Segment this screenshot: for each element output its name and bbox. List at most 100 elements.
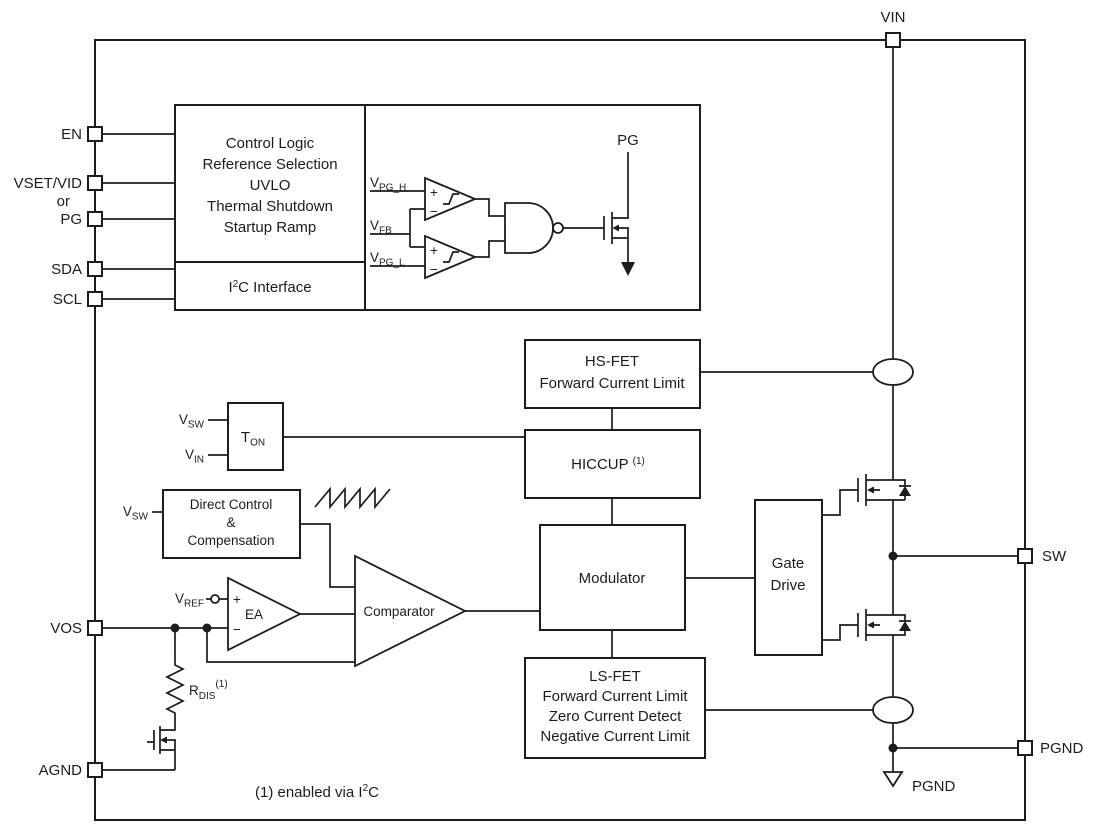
vin-pin — [885, 32, 901, 48]
vfb-label: VFB — [370, 218, 392, 237]
direct-control-block — [162, 489, 301, 559]
vref-node-icon — [210, 594, 220, 604]
vos-feedback-wire — [206, 628, 355, 663]
vsw-dc-label: VSW — [123, 504, 149, 523]
agnd-pin-label: AGND — [39, 762, 83, 779]
footnote-post: C — [368, 784, 379, 801]
vpgl-label: VPG_L — [370, 250, 405, 269]
pg-low-comparator-icon — [424, 234, 478, 280]
vin-sub: IN — [194, 455, 204, 466]
hiccup-block — [524, 429, 701, 499]
vpgl-sub: PG_L — [379, 258, 405, 269]
pgnd-symbol-label: PGND — [912, 778, 956, 795]
nand-gate-icon — [504, 202, 554, 254]
pg-pin — [87, 211, 103, 227]
pg-low-plus: + — [430, 243, 438, 258]
gate-drive-line: Drive — [770, 577, 805, 594]
ton-label: TON — [241, 429, 265, 449]
nand-bubble-icon — [552, 222, 564, 234]
en-pin — [87, 126, 103, 142]
direct-control-output-wire — [300, 523, 355, 588]
i2c-interface-label: I2C Interface — [228, 279, 311, 296]
control-logic-line: Thermal Shutdown — [207, 198, 333, 215]
ls-fet-limit-line: Negative Current Limit — [540, 728, 690, 745]
pg-high-minus: − — [430, 204, 438, 219]
gate-drive-block — [754, 499, 823, 656]
ls-current-sense-icon — [872, 696, 914, 724]
junction-dot — [202, 623, 212, 633]
ea-minus: − — [233, 622, 241, 637]
footnote-sup: 2 — [363, 783, 369, 794]
error-amp-icon — [227, 576, 303, 652]
vin-main: V — [185, 447, 194, 462]
hiccup-text: HICCUP — [571, 456, 629, 473]
vpgh-label: VPG_H — [370, 175, 406, 194]
footnote: (1) enabled via I2C — [255, 783, 379, 801]
pg-drain-label: PG — [617, 132, 639, 149]
comparator-to-nand-wires — [475, 198, 505, 258]
sda-pin — [87, 261, 103, 277]
hs-fet-limit-line: HS-FET — [585, 353, 639, 370]
hiccup-label: HICCUP(1) — [571, 456, 645, 473]
pg-low-minus: − — [430, 262, 438, 277]
control-logic-line: Control Logic — [226, 135, 315, 152]
hs-fet-arrow-icon — [867, 486, 874, 494]
scl-pin-label: SCL — [53, 291, 82, 308]
vsw-dc-sub: SW — [132, 512, 149, 523]
rdis-sub: DIS — [199, 691, 216, 702]
agnd-pin — [87, 762, 103, 778]
footnote-pre: (1) enabled via I — [255, 784, 363, 801]
sawtooth-ramp-icon — [314, 486, 391, 510]
left-pin-wires — [102, 133, 175, 300]
ls-fet-limit-block — [524, 657, 706, 759]
vfb-wire — [370, 208, 425, 248]
i2c-sup: 2 — [233, 279, 239, 290]
ton-main: T — [241, 429, 250, 446]
comparator-icon — [354, 554, 468, 668]
vref-label: VREF — [175, 591, 204, 610]
control-logic-line: Startup Ramp — [224, 219, 317, 236]
sw-pin — [1017, 548, 1033, 564]
control-logic-line: Reference Selection — [202, 156, 337, 173]
pgnd-ground-icon — [882, 771, 904, 788]
hysteresis-icon — [443, 251, 459, 263]
vin-pin-label: VIN — [880, 9, 905, 26]
gate-drive-to-fet-wires — [822, 489, 858, 641]
direct-control-line: Direct Control — [190, 497, 273, 512]
vfb-main: V — [370, 218, 379, 233]
control-logic-block — [174, 104, 366, 263]
rdis-resistor-icon — [165, 662, 185, 716]
pgnd-pin — [1017, 740, 1033, 756]
sda-pin-label: SDA — [51, 261, 82, 278]
hs-fet-limit-line: Forward Current Limit — [539, 375, 685, 392]
sw-pin-label: SW — [1042, 548, 1067, 565]
pgnd-pin-label: PGND — [1040, 740, 1084, 757]
gate-drive-line: Gate — [772, 555, 805, 572]
en-pin-label: EN — [61, 126, 82, 143]
vsw-ton-label: VSW — [179, 412, 205, 431]
ton-input-wires — [208, 419, 228, 456]
hs-body-diode-icon — [899, 486, 911, 496]
pg-pin-label: PG — [60, 211, 82, 228]
ls-fet-limit-line: LS-FET — [589, 668, 641, 685]
i2c-post: C Interface — [238, 279, 311, 296]
ton-block — [227, 402, 284, 471]
junction-dot — [888, 743, 898, 753]
vpgh-main: V — [370, 175, 379, 190]
vpgh-sub: PG_H — [379, 183, 406, 194]
junction-dot — [888, 551, 898, 561]
ls-fet-limit-line: Forward Current Limit — [542, 688, 688, 705]
pg-mosfet-icon — [603, 152, 629, 262]
pg-mosfet-arrow-icon — [612, 224, 619, 232]
ls-body-diode-icon — [899, 621, 911, 631]
ls-fet-arrow-icon — [867, 621, 874, 629]
vsw-ton-sub: SW — [188, 420, 205, 431]
vset-vid-pin — [87, 175, 103, 191]
modulator-block — [539, 524, 686, 631]
pg-high-comparator-icon — [424, 176, 478, 222]
vset-vid-pin-label: VSET/VID — [14, 175, 83, 192]
vpgl-main: V — [370, 250, 379, 265]
vos-pin-label: VOS — [50, 620, 82, 637]
